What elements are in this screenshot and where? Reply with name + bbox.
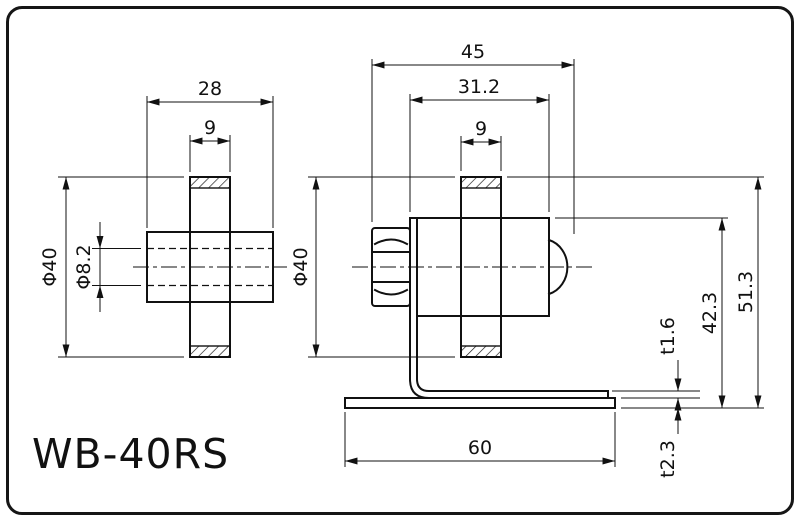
dim-outer-diameter: Φ40 (39, 247, 61, 286)
dim-plate-thickness: t1.6 (657, 317, 679, 355)
wheel-section-geometry (133, 176, 287, 358)
base-plate (344, 397, 616, 409)
hatch-band (460, 176, 502, 189)
right-view: 45 31.2 9 Φ40 51.3 42.3 t1.6 t2.3 60 (290, 41, 764, 478)
hatch-band (189, 345, 231, 358)
hatch-band (460, 345, 502, 358)
bracket-assembly-geometry (344, 176, 616, 409)
left-view-dimensions (58, 96, 274, 358)
right-view-dimensions (308, 59, 764, 467)
hatch-band (189, 176, 231, 189)
dim-bracket-height: 42.3 (699, 292, 721, 334)
bracket-outer (409, 217, 431, 400)
axle-dome (547, 238, 569, 296)
dim-bore-diameter: Φ8.2 (73, 244, 95, 289)
dim-wheel-width: 9 (475, 118, 487, 140)
dim-overall-height: 51.3 (735, 271, 757, 313)
dim-outer-diameter: Φ40 (290, 247, 312, 286)
dim-hub-length: 31.2 (458, 76, 500, 98)
bracket-inner (416, 217, 609, 399)
dim-base-width: 60 (468, 437, 492, 459)
dim-overall-length: 45 (461, 41, 485, 63)
dim-base-thickness: t2.3 (657, 440, 679, 478)
left-view: 28 9 Φ40 Φ8.2 (39, 78, 287, 358)
dim-hub-width: 28 (198, 78, 222, 100)
part-number: WB-40RS (32, 430, 230, 478)
dim-wheel-width: 9 (204, 117, 216, 139)
